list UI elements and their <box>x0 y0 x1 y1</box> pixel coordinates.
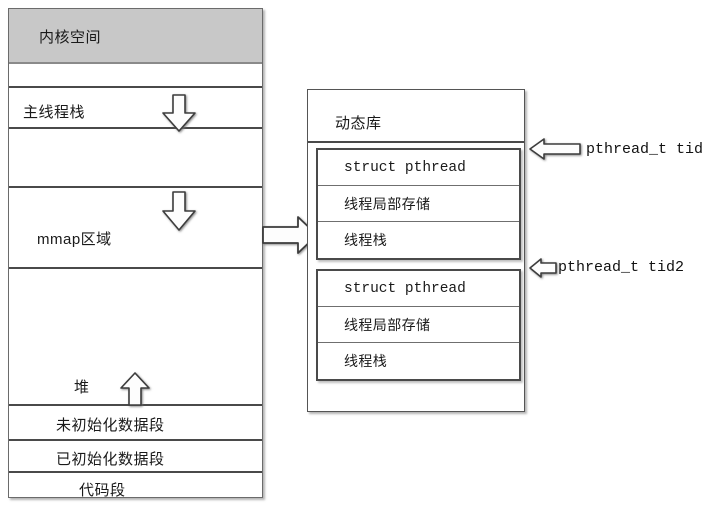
pthread-tid2-callout-label: pthread_t tid2 <box>558 259 685 276</box>
mmap-growth-arrow-icon <box>160 190 198 232</box>
dynamic-library-header-divider <box>308 141 524 143</box>
pthread-tid-callout-label: pthread_t tid <box>586 141 704 158</box>
memory-label-bss-segment: 未初始化数据段 <box>56 417 165 434</box>
memory-row-main-thread-stack <box>9 88 262 129</box>
main-stack-growth-arrow-icon <box>160 93 198 133</box>
memory-row-gap-1 <box>9 64 262 88</box>
thread-block-1-row-struct-pthread: struct pthread <box>318 150 519 186</box>
pthread-tid-callout-arrow-icon <box>528 136 582 162</box>
memory-row-text-segment <box>9 473 262 497</box>
heap-growth-arrow-icon <box>119 371 151 407</box>
dynamic-library-box: 动态库 struct pthread 线程局部存储 线程栈 struct pth… <box>307 89 525 412</box>
memory-row-bss-segment <box>9 406 262 441</box>
process-memory-map: 内核空间 主线程栈 mmap区域 堆 未初始化数据段 已初始化数据段 代码段 <box>8 8 263 499</box>
memory-row-data-segment <box>9 441 262 473</box>
memory-label-kernel-space: 内核空间 <box>39 29 102 46</box>
thread-block-2-row-thread-stack: 线程栈 <box>344 353 388 369</box>
memory-label-text-segment: 代码段 <box>79 482 126 499</box>
memory-row-mmap-region <box>9 188 262 269</box>
memory-label-mmap-region: mmap区域 <box>37 231 112 248</box>
thread-block-2: struct pthread 线程局部存储 线程栈 <box>316 269 521 381</box>
thread-block-1: struct pthread 线程局部存储 线程栈 <box>316 148 521 260</box>
dynamic-library-title: 动态库 <box>335 115 382 132</box>
memory-label-data-segment: 已初始化数据段 <box>56 451 165 468</box>
thread-block-2-row-thread-local-storage: 线程局部存储 <box>318 307 519 343</box>
thread-block-2-row-struct-pthread: struct pthread <box>318 271 519 307</box>
memory-label-heap: 堆 <box>74 379 90 396</box>
memory-row-gap-2 <box>9 129 262 188</box>
thread-block-1-row-thread-stack: 线程栈 <box>344 232 388 248</box>
memory-label-main-thread-stack: 主线程栈 <box>23 104 86 121</box>
thread-block-1-row-thread-local-storage: 线程局部存储 <box>318 186 519 222</box>
memory-row-kernel-space <box>9 9 262 64</box>
pthread-tid2-callout-arrow-icon <box>528 257 558 279</box>
